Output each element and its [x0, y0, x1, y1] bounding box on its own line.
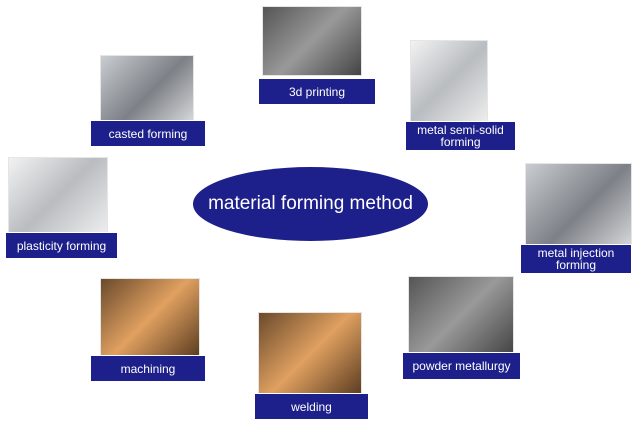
powder-metallurgy-image: [408, 276, 514, 355]
method-label-plasticity-forming: plasticity forming: [5, 232, 118, 259]
method-label-3d-printing: 3d printing: [258, 78, 376, 105]
casted-forming-image: [100, 55, 194, 122]
method-label-metal-injection-forming: metal injection forming: [520, 244, 632, 274]
method-label-casted-forming: casted forming: [90, 120, 206, 147]
center-node: material forming method: [193, 167, 428, 241]
method-label-metal-semi-solid-forming: metal semi-solid forming: [405, 121, 516, 151]
machining-image: [100, 278, 200, 358]
center-title: material forming method: [208, 193, 413, 214]
welding-image: [258, 312, 362, 396]
method-label-powder-metallurgy: powder metallurgy: [402, 352, 521, 380]
method-label-welding: welding: [254, 393, 369, 420]
3d-printing-image: [262, 6, 362, 76]
metal-semi-solid-forming-image: [410, 40, 488, 124]
method-label-machining: machining: [90, 355, 206, 382]
metal-injection-forming-image: [525, 163, 632, 247]
plasticity-forming-image: [8, 157, 108, 235]
